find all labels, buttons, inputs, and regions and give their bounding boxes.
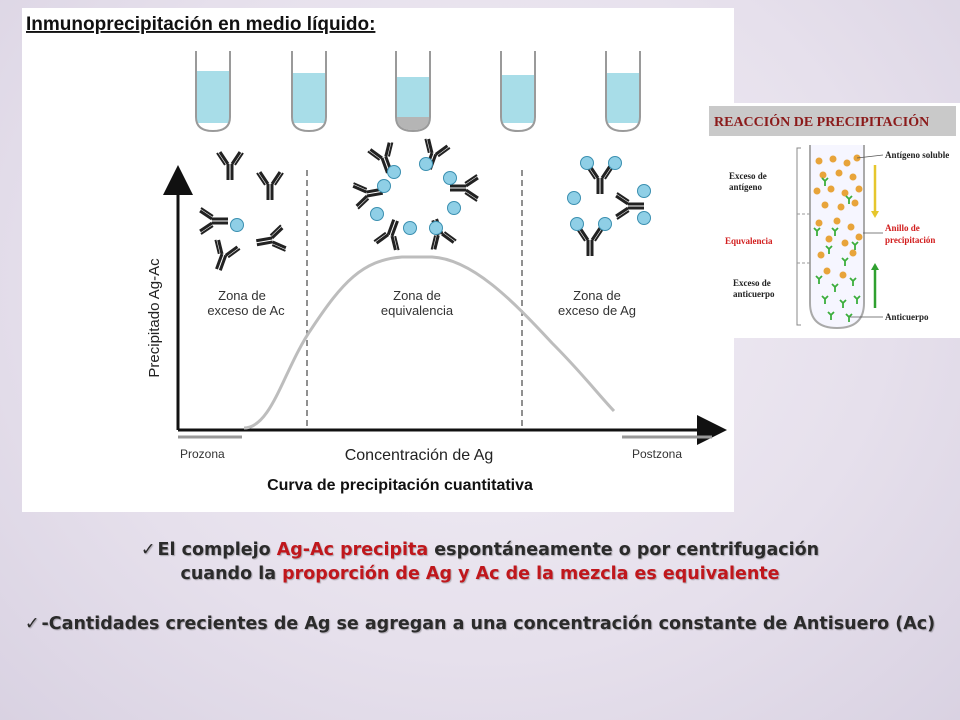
check-icon: ✓ [140, 540, 156, 560]
precipitation-diagram: Inmunoprecipitación en medio líquido: [26, 14, 727, 494]
inset-label-soluble-antigen: Antígeno soluble [885, 150, 949, 160]
inset-right-labels: Antígeno soluble Anillo de precipitación… [885, 150, 949, 322]
prozona-label: Prozona [180, 447, 225, 461]
inset-antigens [813, 154, 863, 279]
bullet-gap [0, 586, 960, 612]
test-tube-2 [291, 51, 327, 133]
inset-label-ring-1: Anillo de [885, 223, 920, 233]
inset-left-labels: Exceso de antígeno Equvalencia Exceso de… [725, 171, 775, 299]
zone-right-line2: exceso de Ag [558, 303, 636, 318]
main-title: Inmunoprecipitación en medio líquido: [26, 14, 375, 35]
precipitation-curve [243, 255, 616, 430]
bullet-1-continued: cuando la proporción de Ag y Ac de la me… [0, 562, 960, 586]
bullet-1-highlight: Ag-Ac precipita [276, 540, 429, 560]
antibody-excess-cluster [198, 150, 288, 276]
postzona-label: Postzona [632, 447, 682, 461]
bullet-3-text: -Cantidades crecientes de Ag se agregan … [41, 614, 936, 634]
zone-left-line1: Zona de [218, 288, 266, 303]
inset-label-equivalence: Equvalencia [725, 236, 773, 246]
check-icon: ✓ [24, 614, 40, 634]
inset-label-ring-2: precipitación [885, 235, 935, 245]
inset-title: REACCIÓN DE PRECIPITACIÓN [714, 113, 929, 130]
bullet-2-text-a: cuando la [180, 564, 283, 584]
x-axis-label: Concentración de Ag [345, 447, 494, 464]
inset-title-bar [709, 106, 956, 136]
zone-label-antigen-excess: Zona de exceso de Ag [558, 288, 636, 318]
zone-right-line1: Zona de [573, 288, 621, 303]
inset-test-tube [809, 145, 865, 330]
test-tubes [195, 51, 641, 133]
test-tube-5 [605, 51, 641, 133]
bullet-1-text-b: espontáneamente o por centrifugación [428, 540, 820, 560]
antigen-excess-cluster [567, 156, 651, 258]
bullet-1-text-a: El complejo [157, 540, 277, 560]
zone-middle-line1: Zona de [393, 288, 441, 303]
inset-diagram: REACCIÓN DE PRECIPITACIÓN Exceso de antí… [709, 106, 956, 330]
bullet-1: ✓El complejo Ag-Ac precipita espontáneam… [0, 538, 960, 562]
precipitation-figure: Inmunoprecipitación en medio líquido: [22, 8, 734, 512]
test-tube-4 [500, 51, 536, 133]
inset-label-excess-antigen-1: Exceso de [729, 171, 767, 181]
bullet-2: ✓-Cantidades crecientes de Ag se agregan… [0, 612, 960, 636]
inset-label-excess-antibody-1: Exceso de [733, 278, 771, 288]
zone-label-antibody-excess: Zona de exceso de Ac [207, 288, 285, 318]
curve-caption: Curva de precipitación cuantitativa [267, 477, 533, 494]
equivalence-lattice [351, 136, 480, 253]
precipitation-reaction-inset: REACCIÓN DE PRECIPITACIÓN Exceso de antí… [705, 103, 960, 338]
bullet-points: ✓El complejo Ag-Ac precipita espontáneam… [0, 538, 960, 636]
inset-label-excess-antibody-2: anticuerpo [733, 289, 775, 299]
test-tube-1 [195, 51, 231, 133]
y-axis-label: Precipitado Ag-Ac [146, 258, 163, 378]
test-tube-3 [395, 51, 431, 133]
zone-label-equivalence: Zona de equivalencia [381, 288, 454, 318]
zone-left-line2: exceso de Ac [207, 303, 285, 318]
zone-middle-line2: equivalencia [381, 303, 454, 318]
inset-label-excess-antigen-2: antígeno [729, 182, 763, 192]
bullet-2-highlight: proporción de Ag y Ac de la mezcla es eq… [282, 564, 780, 584]
inset-antibodies [813, 177, 861, 322]
inset-label-antibody: Anticuerpo [885, 312, 929, 322]
